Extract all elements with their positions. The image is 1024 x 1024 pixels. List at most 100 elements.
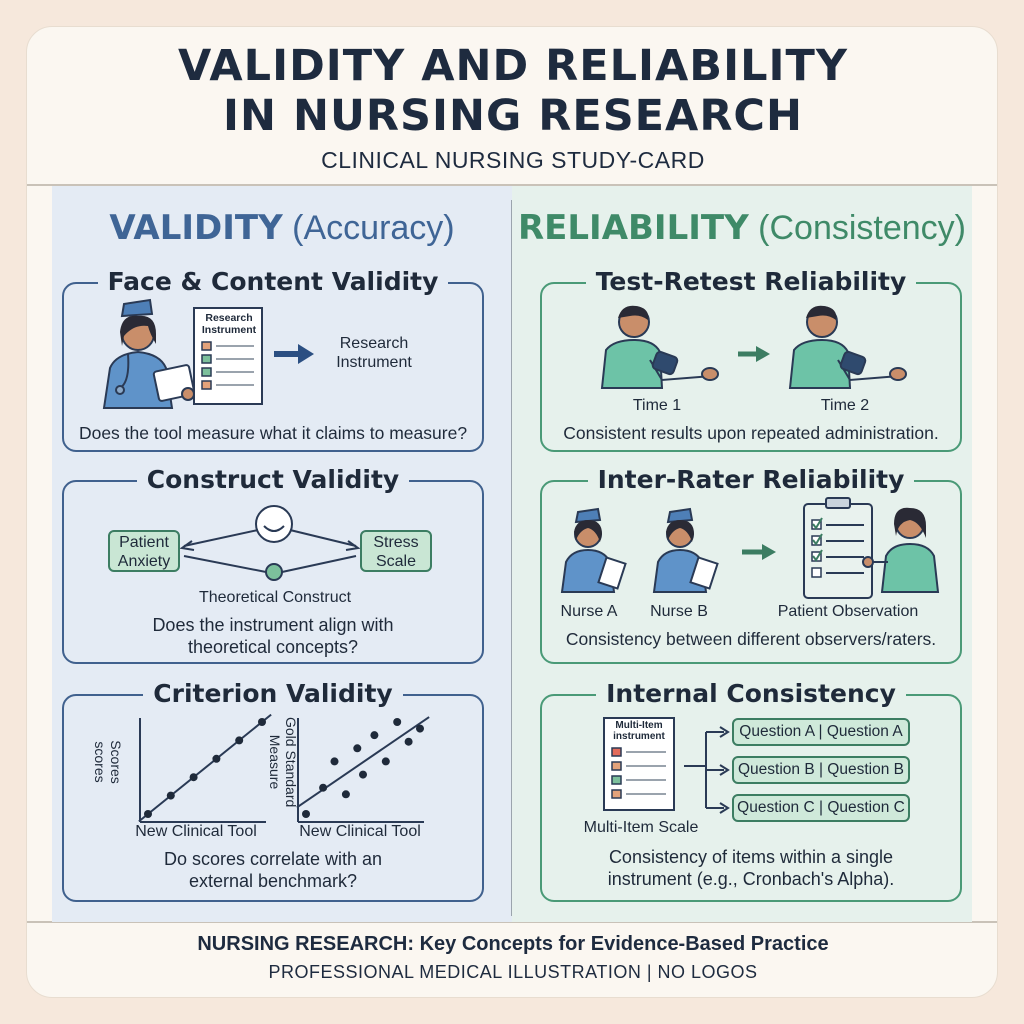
- construct-question-1: Does the instrument align with: [152, 615, 394, 635]
- plot2-ylabel: Gold Standard Measure: [267, 717, 299, 807]
- plot1-trendline: [138, 713, 272, 823]
- criterion-validity-panel: Criterion Validity Scores scores Gold St…: [62, 679, 484, 902]
- inter-rater-title: Inter-Rater Reliability: [587, 465, 915, 494]
- footer: NURSING RESEARCH: Key Concepts for Evide…: [27, 923, 997, 997]
- construct-validity-panel: Construct Validity Patient Anxiety Stres…: [62, 465, 484, 664]
- arrow-icon: [742, 544, 776, 560]
- plot1-point: [166, 791, 175, 800]
- patient-time1-icon: [600, 305, 719, 389]
- plot2-point: [381, 757, 390, 766]
- construct-node-icon: [255, 505, 293, 543]
- patient-anxiety-box: Patient Anxiety: [108, 530, 180, 572]
- internal-caption-2: instrument (e.g., Cronbach's Alpha).: [607, 869, 895, 889]
- test-retest-title-wrap: Test-Retest Reliability: [542, 267, 960, 296]
- nurse-cap-icon: [120, 298, 154, 318]
- plot1-point: [144, 810, 152, 818]
- footer-line-2: PROFESSIONAL MEDICAL ILLUSTRATION | NO L…: [268, 962, 758, 982]
- internal-caption-1: Consistency of items within a single: [608, 847, 894, 867]
- question-b-box: Question B | Question B: [732, 756, 910, 784]
- doc-title-line-2: instrument: [613, 731, 665, 742]
- validity-heading: VALIDITY (Accuracy): [52, 208, 512, 248]
- reliability-column: RELIABILITY (Consistency) Test-Retest Re…: [512, 186, 972, 922]
- criterion-question-1: Do scores correlate with an: [163, 849, 383, 869]
- validity-heading-light: (Accuracy): [292, 209, 455, 247]
- plot2-xlabel: New Clinical Tool: [299, 823, 421, 840]
- subtitle: CLINICAL NURSING STUDY-CARD: [321, 147, 705, 173]
- reliability-heading-light: (Consistency): [758, 209, 967, 247]
- validity-heading-strong: VALIDITY: [109, 208, 283, 248]
- reliability-heading: RELIABILITY (Consistency): [512, 208, 972, 248]
- plot1-point: [235, 736, 244, 745]
- doc-title-line-1: Multi-Item: [615, 720, 663, 731]
- footer-divider: [27, 921, 997, 923]
- reliability-heading-strong: RELIABILITY: [517, 208, 749, 248]
- plot1-ylabel-a: Scores: [108, 740, 124, 784]
- plot2-point: [359, 770, 367, 779]
- internal-illustration: [603, 717, 730, 814]
- internal-consistency-panel: Internal Consistency: [540, 679, 962, 902]
- plot2-point: [353, 744, 362, 753]
- plot2-point: [341, 790, 350, 799]
- plot2-point: [302, 810, 310, 818]
- question-c-box: Question C | Question C: [732, 794, 910, 822]
- construct-question-2: theoretical concepts?: [187, 637, 359, 657]
- nurse-b-icon: [652, 507, 719, 593]
- footer-line-1: NURSING RESEARCH: Key Concepts for Evide…: [197, 933, 829, 955]
- face-question: Does the tool measure what it claims to …: [78, 423, 468, 443]
- plot2-point: [404, 737, 413, 746]
- plot1-xlabel: New Clinical Tool: [135, 823, 257, 840]
- construct-center-label: Theoretical Construct: [198, 589, 352, 606]
- plot2-trendline: [296, 716, 430, 809]
- nurse-a-label: Nurse A: [560, 603, 618, 620]
- construct-diagram: [179, 505, 361, 581]
- internal-title-wrap: Internal Consistency: [542, 679, 960, 708]
- plot1-point: [258, 718, 266, 726]
- plot2-point: [393, 718, 402, 726]
- nurse-a-icon: [560, 507, 627, 593]
- face-content-validity-panel: Face & Content Validity: [62, 267, 484, 452]
- plot2-point: [416, 724, 424, 733]
- plot1-point: [189, 773, 198, 782]
- face-content-title-wrap: Face & Content Validity: [64, 267, 482, 296]
- link-right-top: [289, 529, 357, 547]
- plot2-ylabel-b: Measure: [267, 734, 283, 790]
- construct-title: Construct Validity: [136, 465, 410, 494]
- doc-title: Research Instrument: [201, 312, 257, 336]
- time2-label: Time 2: [820, 397, 870, 414]
- time1-label: Time 1: [632, 397, 682, 414]
- arrow-icon: [738, 346, 770, 362]
- plot2-point: [330, 757, 339, 766]
- test-retest-title: Test-Retest Reliability: [585, 267, 917, 296]
- nurse-hair-icon: [120, 315, 156, 346]
- criterion-question-2: external benchmark?: [188, 871, 358, 891]
- criterion-plot-2: [296, 716, 430, 823]
- nurse-b-label: Nurse B: [650, 603, 708, 620]
- multi-item-scale-label: Multi-Item Scale: [583, 819, 699, 836]
- link-left-top: [183, 529, 259, 547]
- inter-rater-title-wrap: Inter-Rater Reliability: [542, 465, 960, 494]
- validity-column: VALIDITY (Accuracy) Face & Content Valid…: [52, 186, 512, 922]
- internal-title: Internal Consistency: [596, 679, 906, 708]
- link-right-bottom: [281, 555, 357, 573]
- stress-scale-box: Stress Scale: [360, 530, 432, 572]
- inter-rater-caption: Consistency between different observers/…: [565, 629, 937, 649]
- plot1-point: [212, 754, 221, 763]
- title-line-1: VALIDITY AND RELIABILITY: [178, 41, 848, 91]
- branch-arrows-icon: [684, 726, 730, 814]
- clinician-icon: [862, 507, 940, 593]
- criterion-title: Criterion Validity: [143, 679, 403, 708]
- page-title: VALIDITY AND RELIABILITY IN NURSING RESE…: [27, 41, 997, 141]
- inter-rater-panel: Inter-Rater Reliability: [540, 465, 962, 664]
- nurse-illustration: [102, 298, 314, 409]
- checklist-clipboard-icon: [803, 497, 873, 599]
- patient-observation-label: Patient Observation: [777, 603, 919, 620]
- title-line-2: IN NURSING RESEARCH: [223, 91, 803, 141]
- inter-rater-illustration: [560, 497, 940, 599]
- criterion-plot-1: [138, 713, 272, 823]
- plot2-ylabel-a: Gold Standard: [283, 717, 299, 808]
- question-a-box: Question A | Question A: [732, 718, 910, 746]
- link-left-bottom: [183, 555, 267, 573]
- header: VALIDITY AND RELIABILITY IN NURSING RESE…: [27, 27, 997, 185]
- header-divider: [27, 184, 997, 186]
- criterion-title-wrap: Criterion Validity: [64, 679, 482, 708]
